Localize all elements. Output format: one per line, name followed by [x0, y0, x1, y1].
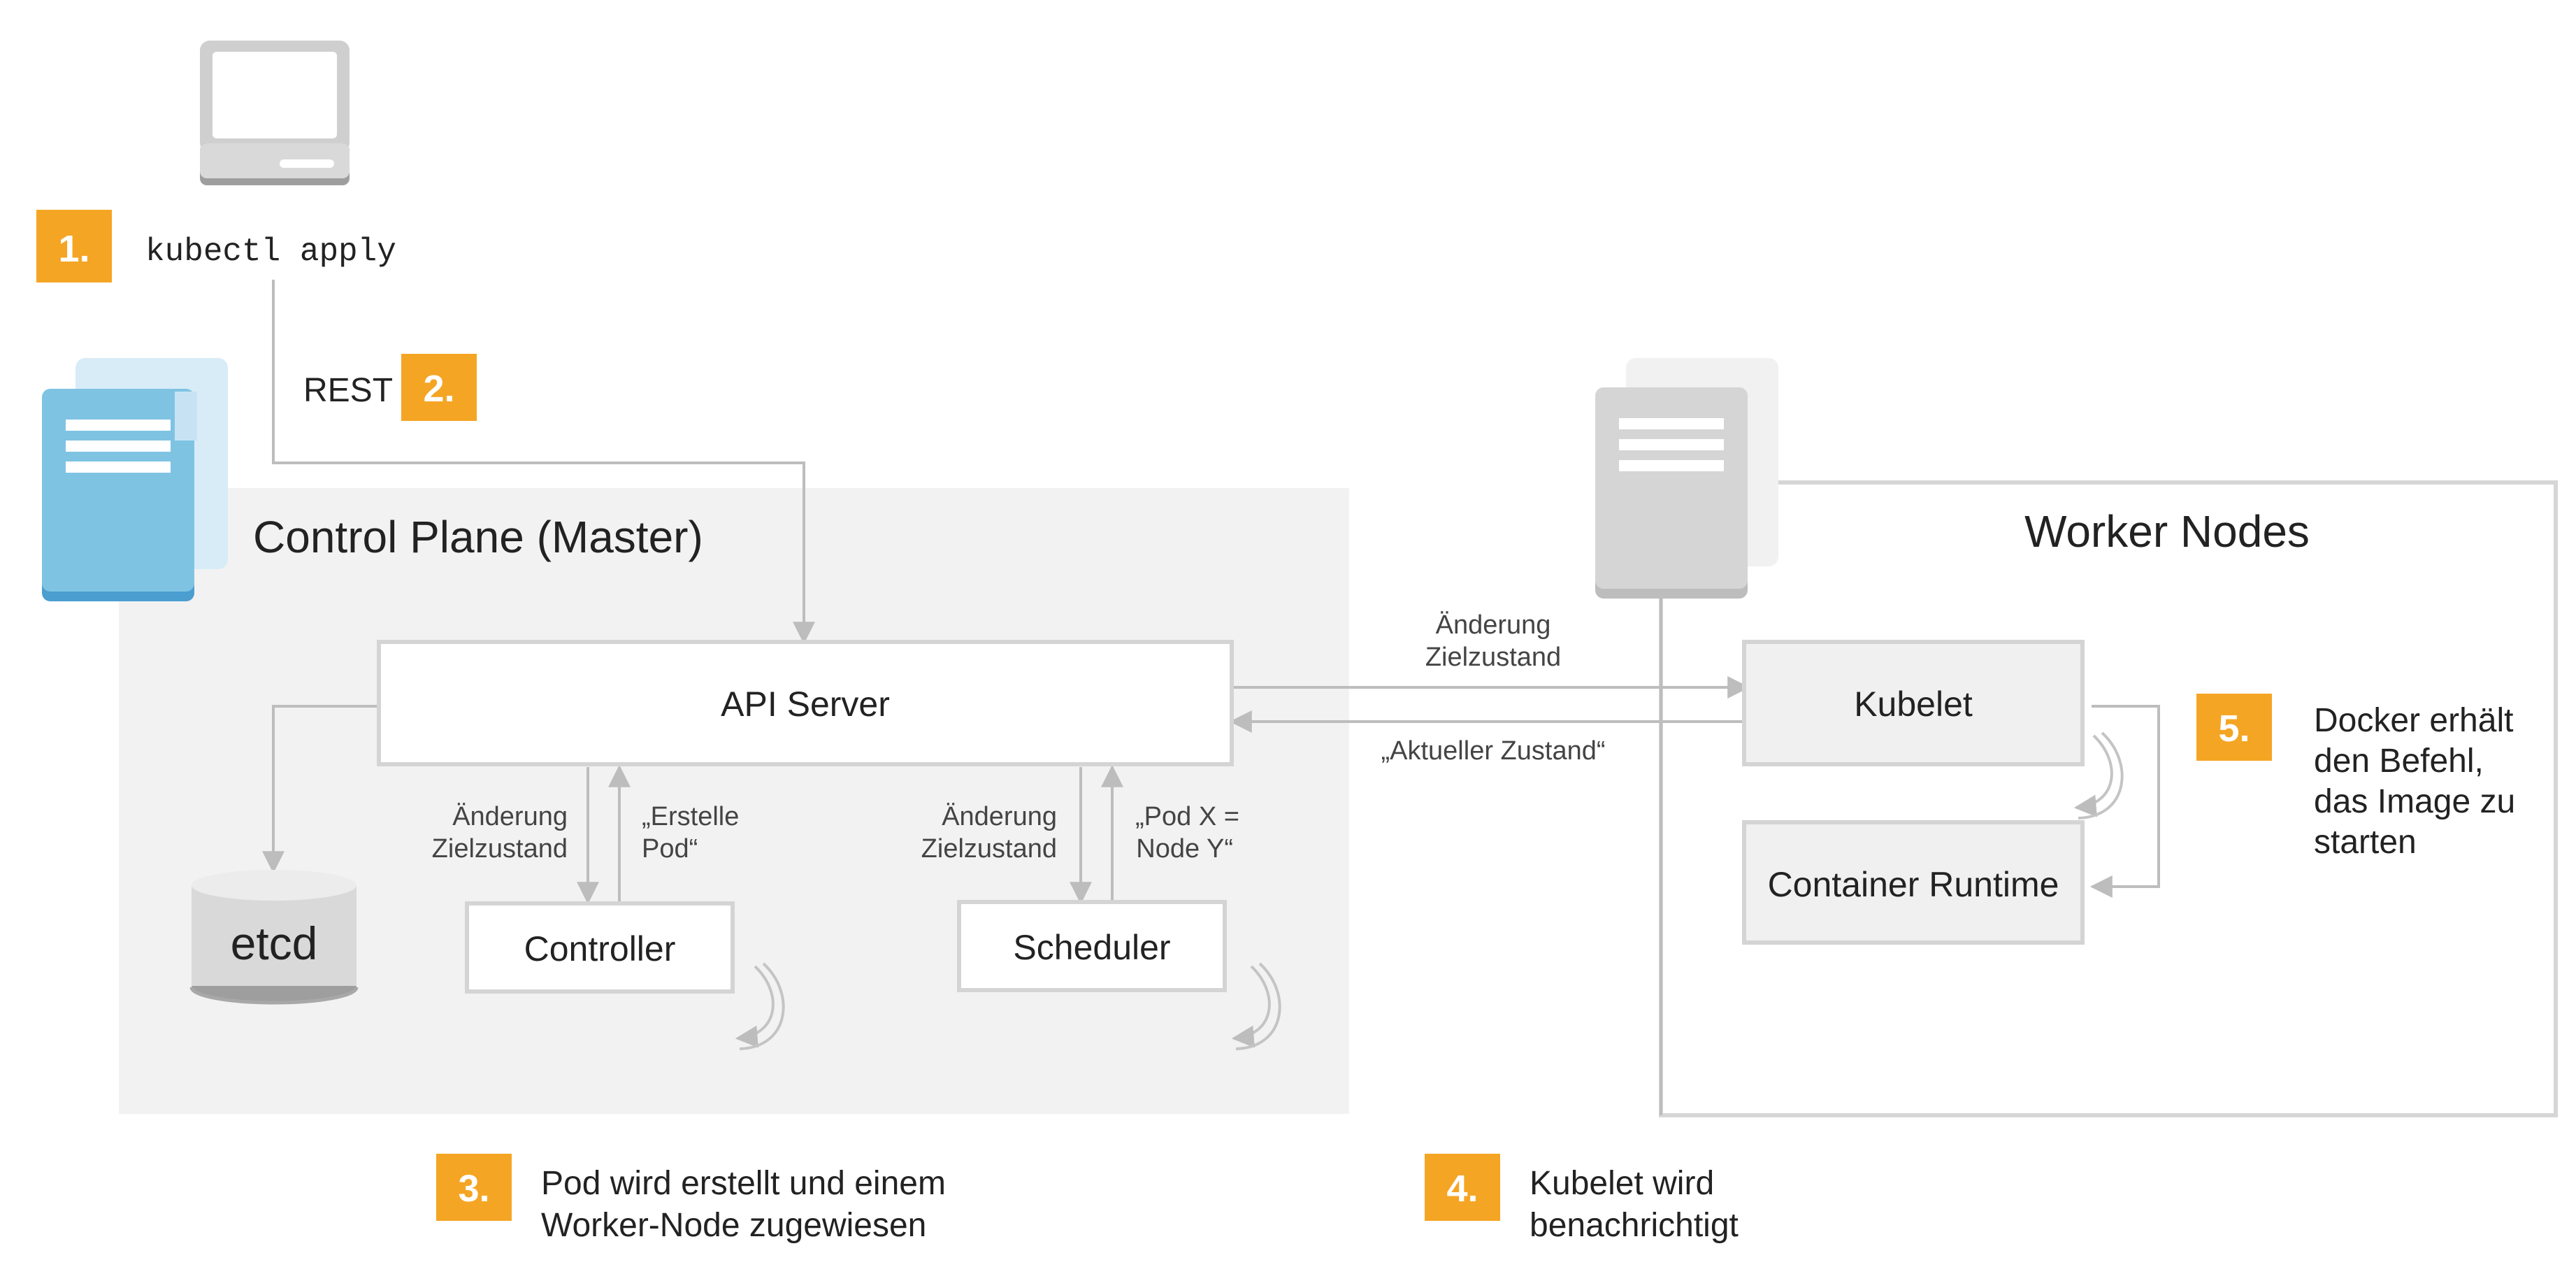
kubectl-command: kubectl apply — [145, 234, 396, 270]
scheduler-down-label-2: Zielzustand — [921, 834, 1057, 864]
step-5-number: 5. — [2218, 708, 2250, 750]
api-to-etcd-arrow — [262, 705, 379, 874]
step-4-line-1: Kubelet wird — [1530, 1165, 1714, 1202]
worker-nodes-title: Worker Nodes — [2024, 506, 2310, 557]
controller-loop-icon — [735, 962, 785, 1050]
connectors — [262, 280, 2160, 1115]
step-4-number: 4. — [1446, 1168, 1478, 1210]
master-server-icon — [42, 358, 228, 601]
scheduler-box — [957, 900, 1227, 992]
controller-down-label-2: Zielzustand — [432, 834, 568, 864]
controller-box — [465, 901, 735, 994]
worker-server-icon — [1595, 358, 1778, 599]
step-4-badge — [1425, 1154, 1500, 1221]
step-2-badge — [401, 354, 477, 421]
controller-up-label-1: „Erstelle — [642, 802, 739, 831]
step-4-line-2: benachrichtigt — [1530, 1207, 1739, 1244]
from-kubelet-label: „Aktueller Zustand“ — [1381, 736, 1605, 766]
step-5-badge — [2196, 694, 2272, 761]
kubelet-box — [1742, 640, 2085, 766]
kubelet-loop-icon — [2073, 731, 2124, 819]
scheduler-up-label-1: „Pod X = — [1135, 802, 1239, 831]
step-5-line-2: den Befehl, — [2314, 743, 2484, 780]
loop-icons — [735, 731, 2124, 1050]
to-kubelet-label-1: Änderung — [1436, 610, 1551, 640]
step-3-line-1: Pod wird erstellt und einem — [541, 1165, 946, 1202]
controller-up-label-2: Pod“ — [642, 834, 698, 864]
step-5-line-1: Docker erhält — [2314, 702, 2513, 739]
container-runtime-box — [1742, 820, 2085, 945]
api-server-label: API Server — [721, 685, 890, 724]
kubelet-to-runtime-arrow — [2089, 705, 2160, 898]
controller-down-label-1: Änderung — [452, 802, 568, 831]
scheduler-loop-icon — [1231, 962, 1281, 1050]
scheduler-label: Scheduler — [1013, 928, 1170, 967]
rest-label: REST — [303, 372, 393, 409]
step-3-number: 3. — [458, 1168, 489, 1210]
scheduler-up-label-2: Node Y“ — [1136, 834, 1233, 864]
kubelet-label: Kubelet — [1854, 685, 1973, 724]
step-3-badge — [436, 1154, 512, 1221]
step-3-line-2: Worker-Node zugewiesen — [541, 1207, 926, 1244]
rest-arrow — [272, 280, 815, 645]
to-kubelet-label-2: Zielzustand — [1425, 643, 1561, 672]
control-plane-panel — [119, 488, 1349, 1114]
controller-label: Controller — [524, 929, 676, 968]
scheduler-down-label-1: Änderung — [942, 802, 1057, 831]
etcd-label: etcd — [231, 917, 318, 969]
control-plane-title: Control Plane (Master) — [253, 512, 703, 562]
step-1-badge — [36, 210, 112, 282]
container-runtime-label: Container Runtime — [1768, 865, 2059, 904]
database-icon — [189, 870, 359, 1005]
step-1-number: 1. — [58, 228, 89, 270]
worker-nodes-panel — [1659, 480, 2558, 1117]
api-server-box — [377, 640, 1234, 766]
computer-icon — [200, 41, 350, 185]
step-5-line-3: das Image zu — [2314, 783, 2515, 820]
step-2-number: 2. — [423, 368, 454, 410]
step-5-line-4: starten — [2314, 824, 2417, 861]
